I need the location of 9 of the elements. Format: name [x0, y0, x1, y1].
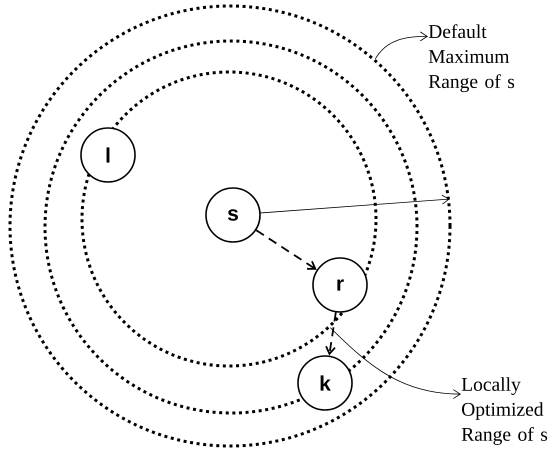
arrow	[330, 327, 461, 399]
range-circle	[44, 40, 418, 414]
arrow	[260, 194, 450, 214]
arrow	[325, 312, 337, 356]
arrow	[256, 229, 317, 270]
range-circle	[80, 70, 378, 368]
arrow	[374, 32, 428, 60]
range-label: Default Maximum Range of s	[428, 24, 514, 92]
range-label: Locally Optimized Range of s	[462, 377, 548, 445]
